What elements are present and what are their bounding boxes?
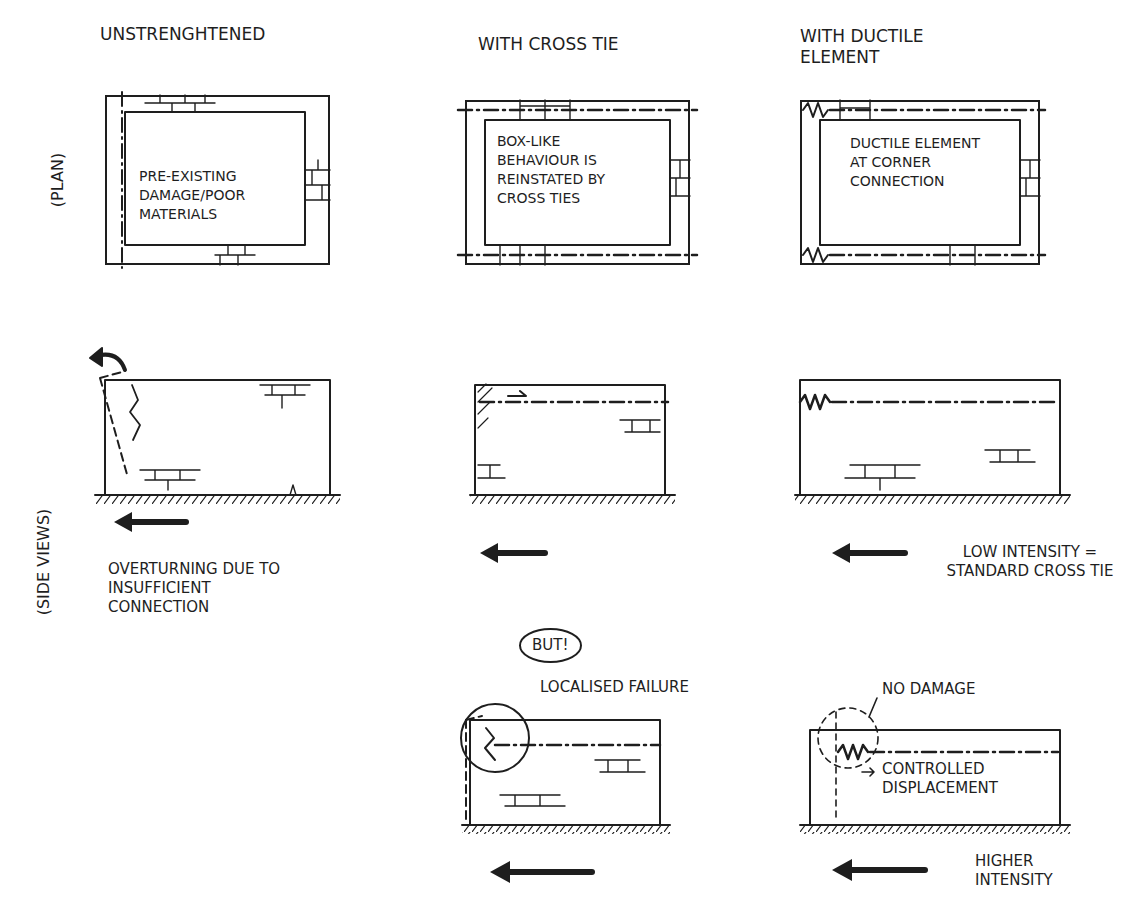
plan-box: BOX-LIKE BEHAVIOUR IS REINSTATED BY CROS… xyxy=(465,100,690,265)
side-view-localised-failure-stroke xyxy=(461,704,529,772)
plan-unstrengthened-stroke xyxy=(305,160,330,200)
side-view-controlled-displacement-stroke xyxy=(869,698,877,717)
callout-oval: BUT! xyxy=(519,628,582,663)
side-view-ductile-element xyxy=(795,380,1070,563)
plan-ductile-element-stroke xyxy=(803,248,828,262)
side-view-ductile-element-stroke xyxy=(848,550,905,556)
side-view-ductile-element-stroke xyxy=(800,395,830,409)
node-text: BOX-LIKE BEHAVIOUR IS REINSTATED BY CROS… xyxy=(497,132,647,208)
side-view-unstrengthened-stroke xyxy=(140,470,200,490)
row-heading: (PLAN) xyxy=(48,153,68,207)
side-view-ductile-element-stroke xyxy=(845,465,920,490)
plan-ductile-element-stroke xyxy=(1020,160,1040,196)
plan-unstrengthened-stroke xyxy=(145,95,215,112)
side-view-controlled-displacement-stroke xyxy=(832,859,852,881)
side-view-localised-failure-stroke xyxy=(462,826,670,834)
side-view-localised-failure-stroke xyxy=(485,728,495,760)
note: CONTROLLED DISPLACEMENT xyxy=(882,760,1032,798)
side-view-controlled-displacement-stroke xyxy=(862,768,874,776)
side-view-ductile-element-stroke xyxy=(985,450,1035,462)
plan-cross-tie-stroke xyxy=(458,110,697,255)
side-view-controlled-displacement-stroke xyxy=(870,751,1058,754)
side-view-localised-failure-stroke xyxy=(462,824,670,826)
plan-box: DUCTILE ELEMENT AT CORNER CONNECTION xyxy=(800,100,1040,265)
note: LOW INTENSITY = STANDARD CROSS TIE xyxy=(930,543,1130,581)
column-heading: UNSTRENGHTENED xyxy=(100,24,265,45)
node-text: PRE-EXISTING DAMAGE/POOR MATERIALS xyxy=(139,167,279,224)
side-view-controlled-displacement-stroke xyxy=(838,745,868,759)
side-view-controlled-displacement-stroke xyxy=(850,867,925,873)
side-view-unstrengthened-stroke xyxy=(105,380,330,495)
side-view-cross-tie-stroke xyxy=(508,391,526,396)
side-view-localised-failure-stroke xyxy=(500,795,565,806)
side-view-unstrengthened-stroke xyxy=(128,519,186,525)
side-view-localised-failure-stroke xyxy=(495,744,660,747)
side-view-unstrengthened-stroke xyxy=(290,485,296,495)
side-view-localised-failure-stroke xyxy=(595,760,645,772)
side-view-unstrengthened-stroke xyxy=(260,385,310,408)
node-text: DUCTILE ELEMENT AT CORNER CONNECTION xyxy=(850,134,1000,191)
side-view-ductile-element-stroke xyxy=(795,494,1070,496)
row-heading: (SIDE VIEWS) xyxy=(34,509,54,616)
side-view-localised-failure-stroke xyxy=(508,869,592,875)
column-heading: WITH CROSS TIE xyxy=(478,34,619,55)
side-view-cross-tie xyxy=(470,384,675,563)
side-view-unstrengthened xyxy=(90,348,340,532)
plan-ductile-element-stroke xyxy=(820,120,1020,245)
plan-ductile-element-stroke xyxy=(803,103,828,117)
side-view-cross-tie-stroke xyxy=(470,496,675,504)
column-heading: WITH DUCTILE ELEMENT xyxy=(800,26,990,68)
oval-outline xyxy=(520,629,581,662)
side-view-cross-tie-stroke xyxy=(478,384,492,428)
plan-ductile-element xyxy=(803,100,1045,265)
side-view-ductile-element-stroke xyxy=(832,401,1058,404)
plan-cross-tie-stroke xyxy=(520,100,570,120)
plan-unstrengthened xyxy=(122,92,330,268)
plan-unstrengthened-stroke xyxy=(215,245,255,265)
side-view-cross-tie-stroke xyxy=(480,401,668,404)
note: OVERTURNING DUE TO INSUFFICIENT CONNECTI… xyxy=(108,560,313,617)
note: LOCALISED FAILURE xyxy=(540,678,689,697)
plan-cross-tie-stroke xyxy=(670,160,690,196)
plan-unstrengthened-stroke xyxy=(121,92,123,268)
side-view-unstrengthened-stroke xyxy=(114,512,132,532)
plan-cross-tie xyxy=(458,100,697,265)
side-view-ductile-element-stroke xyxy=(832,543,850,563)
plan-box: PRE-EXISTING DAMAGE/POOR MATERIALS xyxy=(105,95,330,265)
side-view-controlled-displacement-stroke xyxy=(800,826,1070,834)
side-view-ductile-element-stroke xyxy=(800,380,1060,495)
side-view-cross-tie-stroke xyxy=(620,420,660,432)
side-view-controlled-displacement-stroke xyxy=(800,824,1070,826)
side-view-unstrengthened-stroke xyxy=(130,385,140,440)
side-view-localised-failure-stroke xyxy=(490,861,510,883)
plan-ductile-element-stroke xyxy=(840,100,870,120)
side-view-unstrengthened-stroke xyxy=(95,494,340,496)
side-view-controlled-displacement-stroke xyxy=(810,730,1060,825)
plan-unstrengthened-stroke xyxy=(125,112,305,245)
side-view-ductile-element-stroke xyxy=(795,496,1070,504)
side-view-unstrengthened-stroke xyxy=(100,372,128,478)
plan-ductile-element-stroke xyxy=(830,110,1045,255)
plan-cross-tie-stroke xyxy=(500,245,545,265)
node-text: BUT! xyxy=(532,636,568,655)
plan-ductile-element-stroke xyxy=(950,245,975,265)
side-view-cross-tie-stroke xyxy=(480,543,498,563)
side-view-cross-tie-stroke xyxy=(470,494,675,496)
plan-cross-tie-stroke xyxy=(485,120,670,245)
note: NO DAMAGE xyxy=(882,680,975,699)
side-view-cross-tie-stroke xyxy=(478,465,505,478)
side-view-localised-failure xyxy=(461,704,670,883)
side-view-unstrengthened-stroke xyxy=(95,496,340,504)
side-view-cross-tie-stroke xyxy=(496,550,545,556)
note: HIGHER INTENSITY xyxy=(975,852,1105,890)
side-view-unstrengthened-stroke xyxy=(90,348,102,366)
